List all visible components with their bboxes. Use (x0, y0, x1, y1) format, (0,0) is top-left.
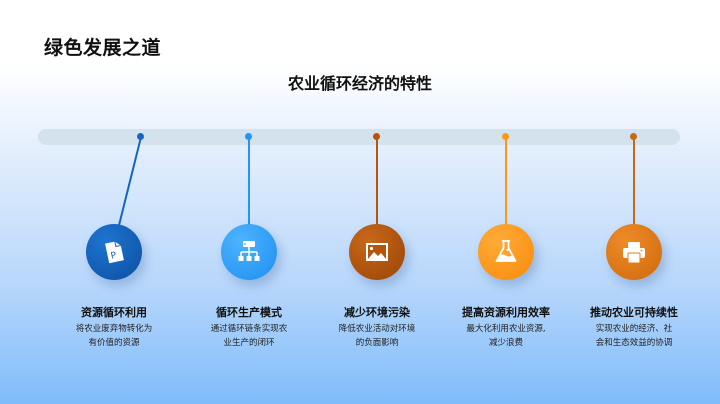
timeline-item-desc-4: 最大化利用农业资源, 减少浪费 (451, 322, 561, 350)
timeline-node-1[interactable]: P (86, 224, 142, 280)
desc-line: 最大化利用农业资源, (466, 324, 546, 334)
desc-line: 的负面影响 (355, 338, 399, 348)
timeline-node-3[interactable] (349, 224, 405, 280)
desc-line: 有价值的资源 (88, 338, 140, 348)
image-icon (366, 243, 388, 261)
timeline-connector-3 (376, 137, 378, 227)
timeline-node-5[interactable] (606, 224, 662, 280)
timeline-item-desc-5: 实现农业的经济、社 会和生态效益的协调 (579, 322, 689, 350)
timeline-item-desc-3: 降低农业活动对环境 的负面影响 (322, 322, 432, 350)
timeline-dot-4 (502, 133, 509, 140)
desc-line: 实现农业的经济、社 (595, 324, 673, 334)
desc-line: 业生产的闭环 (223, 338, 275, 348)
timeline-item-desc-1: 将农业废弃物转化为 有价值的资源 (59, 322, 169, 350)
timeline-item-title-4: 提高资源利用效率 (462, 306, 550, 319)
timeline-item-desc-2: 通过循环链条实现农 业生产的闭环 (194, 322, 304, 350)
desc-line: 降低农业活动对环境 (338, 324, 416, 334)
timeline-item-title-3: 减少环境污染 (344, 306, 410, 319)
timeline-item-title-5: 推动农业可持续性 (590, 306, 678, 319)
timeline-item-title-1: 资源循环利用 (81, 306, 147, 319)
printer-icon (623, 242, 645, 264)
desc-line: 通过循环链条实现农 (210, 324, 288, 334)
timeline-node-4[interactable] (478, 224, 534, 280)
timeline-connector-5 (633, 137, 635, 227)
page-title: 绿色发展之道 (44, 37, 162, 59)
desc-line: 将农业废弃物转化为 (75, 324, 153, 334)
flask-icon (495, 240, 517, 262)
timeline-dot-3 (373, 133, 380, 140)
timeline-connector-1 (118, 136, 142, 226)
timeline-item-title-2: 循环生产模式 (216, 306, 282, 319)
desc-line: 减少浪费 (488, 338, 523, 348)
desc-line: 会和生态效益的协调 (595, 338, 673, 348)
sitemap-icon (238, 241, 260, 261)
timeline-node-2[interactable] (221, 224, 277, 280)
document-p-icon: P (105, 241, 124, 264)
timeline-dot-1 (137, 133, 144, 140)
timeline-bar (38, 129, 680, 145)
section-subtitle: 农业循环经济的特性 (287, 74, 432, 93)
timeline-dot-2 (245, 133, 252, 140)
timeline-dot-5 (630, 133, 637, 140)
timeline-connector-2 (248, 137, 250, 227)
svg-text:P: P (110, 251, 118, 262)
timeline-connector-4 (505, 137, 507, 227)
